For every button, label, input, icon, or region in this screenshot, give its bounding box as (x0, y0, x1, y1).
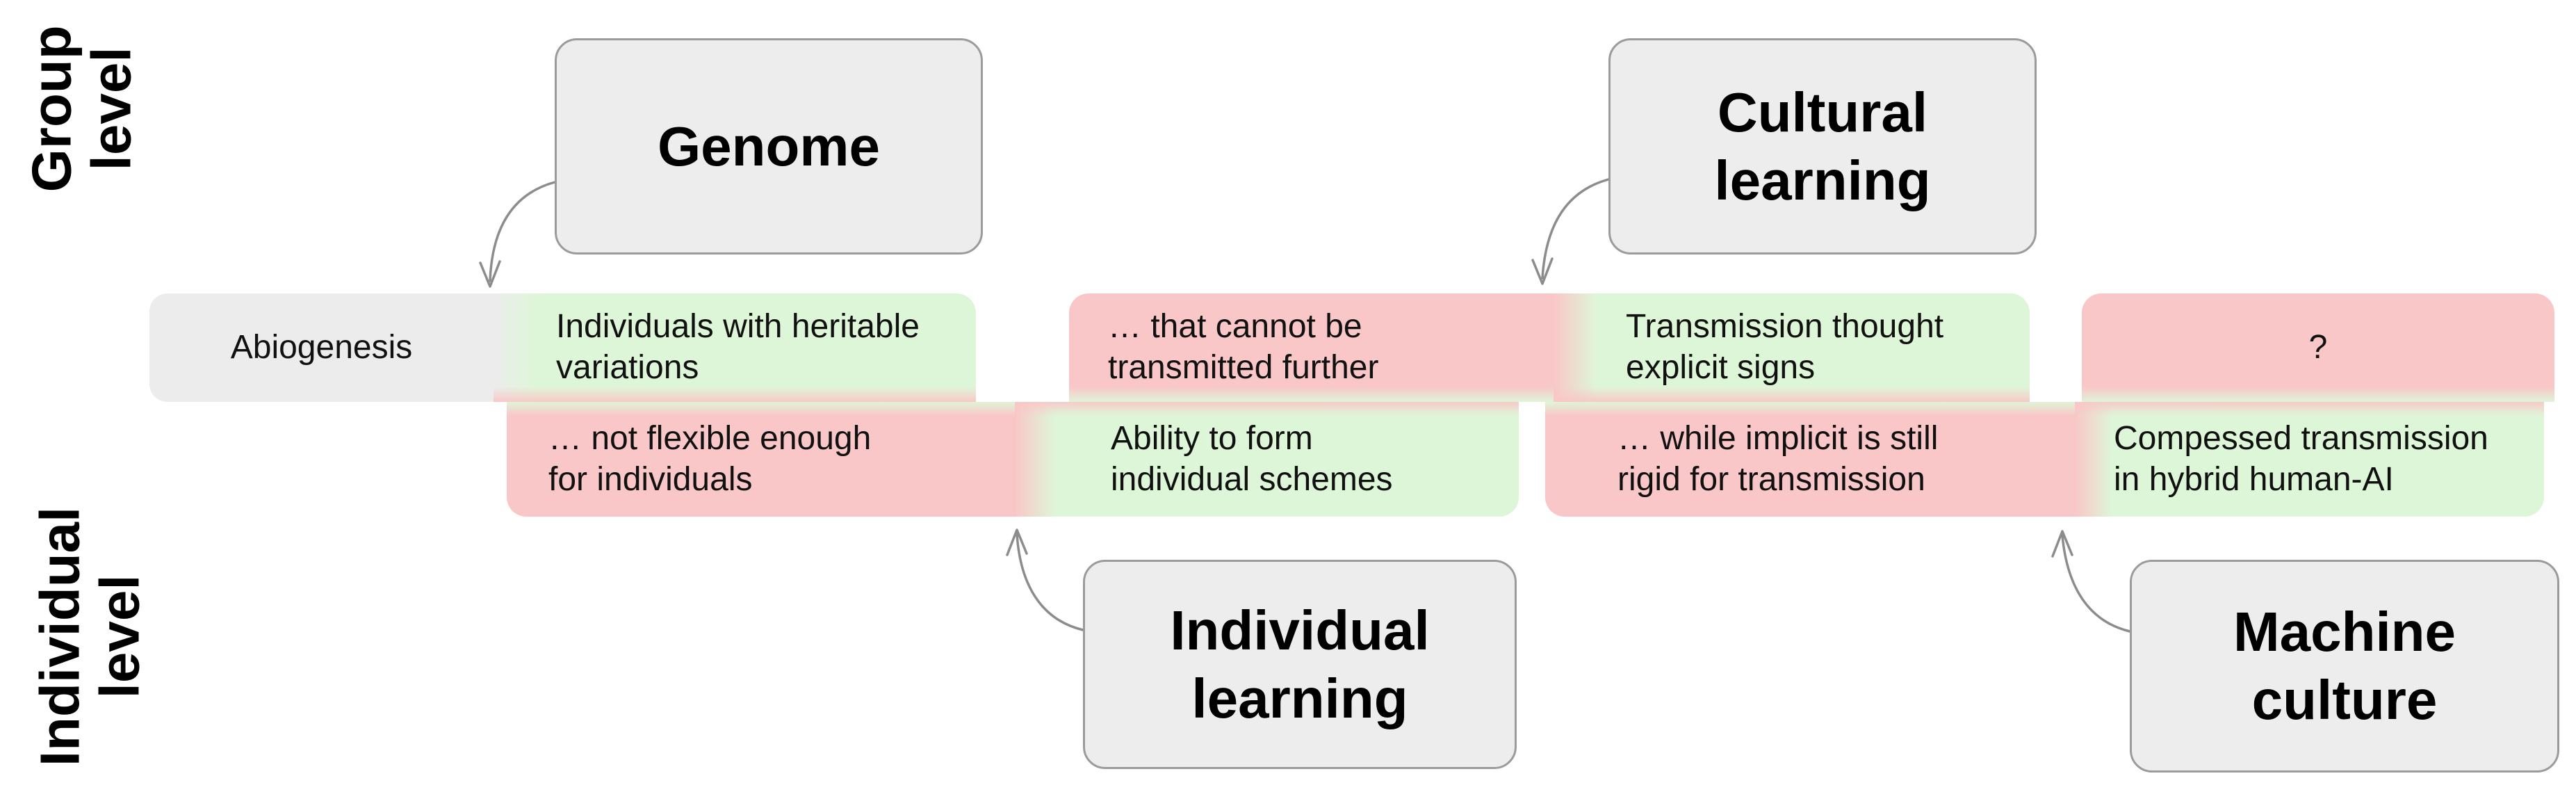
arrow-genome-to-timeline (479, 181, 556, 288)
arrow-cultural-learning-to-timeline (1531, 178, 1610, 285)
node-machine-culture: Machine culture (2130, 560, 2559, 773)
group-level-label: Group level (20, 25, 142, 193)
segment-compressed-transmission: Compessed transmission in hybrid human-A… (2075, 402, 2544, 517)
individual-level-label: Individual level (28, 506, 151, 767)
segment-cannot-be-transmitted: … that cannot be transmitted further (1069, 293, 1554, 402)
arrow-machine-culture-to-timeline (2051, 530, 2131, 633)
node-genome: Genome (555, 38, 983, 254)
segment-individual-schemes: Ability to form individual schemes (1015, 402, 1519, 517)
segment-heritable-variations: Individuals with heritable variations (494, 293, 976, 402)
arrow-individual-learning-to-timeline (1006, 528, 1084, 631)
segment-unknown-question: ? (2082, 293, 2554, 402)
node-individual-learning: Individual learning (1083, 560, 1517, 769)
segment-not-flexible: … not flexible enough for individuals (507, 402, 1015, 517)
segment-transmission-explicit-signs: Transmission thought explicit signs (1554, 293, 2030, 402)
segment-implicit-rigid: … while implicit is still rigid for tran… (1545, 402, 2075, 517)
segment-abiogenesis: Abiogenesis (149, 293, 494, 402)
node-cultural-learning: Cultural learning (1608, 38, 2037, 254)
